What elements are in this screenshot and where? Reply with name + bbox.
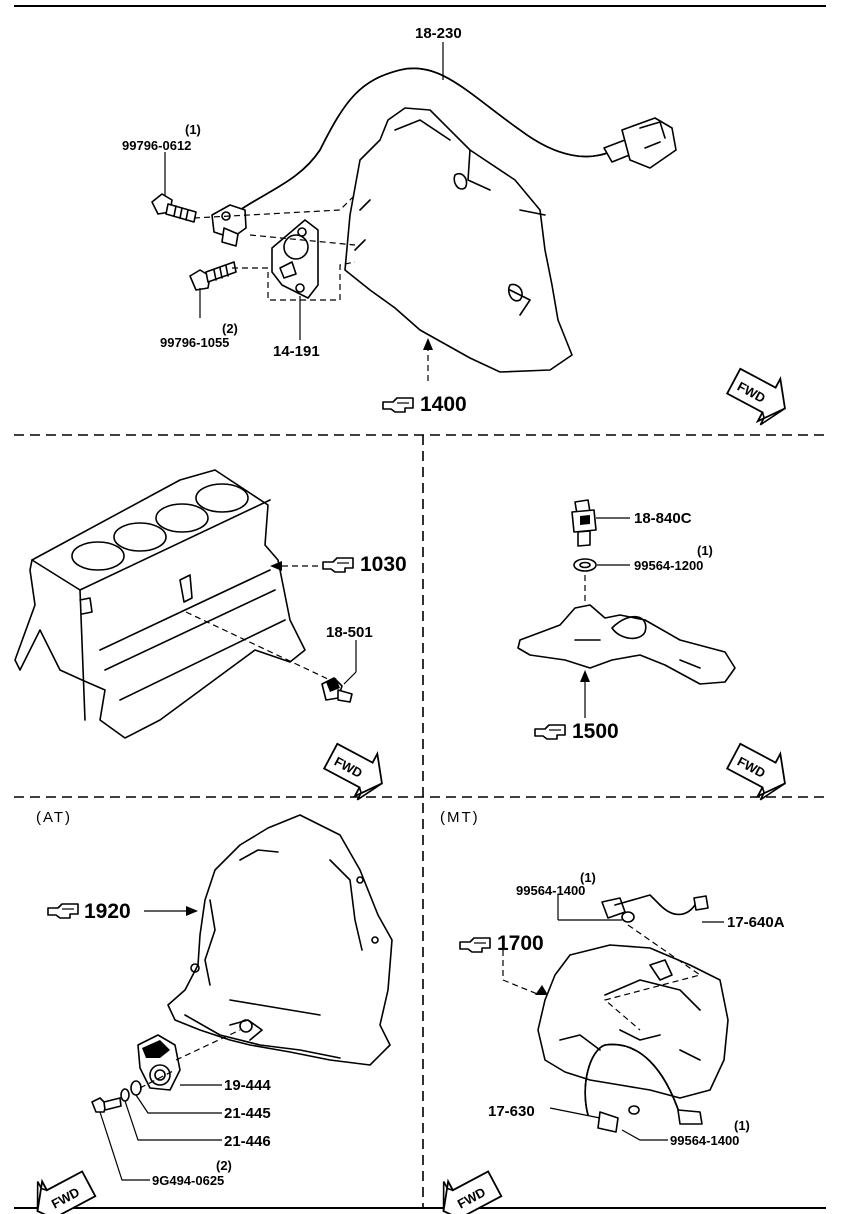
ref-1700[interactable]: 1700	[497, 932, 544, 955]
label-17-630: 17-630	[488, 1103, 535, 1120]
crank-sensor	[211, 204, 247, 247]
washer	[573, 558, 597, 572]
knock-sensor	[321, 677, 353, 703]
top-section: 18-230 (1) 99796-0612 (2) 99796-1055 14-…	[122, 25, 798, 433]
fwd-arrow-icon: FWD	[317, 734, 395, 808]
gasket-14-191	[271, 219, 319, 299]
engine-housing	[344, 107, 573, 373]
label-9G494-0625: 9G494-0625	[152, 1173, 224, 1188]
qty-9G494-0625: (2)	[216, 1158, 232, 1173]
label-99796-1055: 99796-1055	[160, 335, 229, 350]
pointing-hand-icon	[534, 724, 566, 740]
fwd-arrow-icon: FWD	[720, 734, 798, 808]
caption-mt: (MT)	[440, 809, 480, 826]
label-18-230: 18-230	[415, 25, 462, 42]
washer-21-446	[120, 1088, 130, 1102]
pointing-hand-icon	[382, 397, 414, 413]
qty-99796-0612: (1)	[185, 122, 201, 137]
caption-at: (AT)	[36, 809, 72, 826]
ref-1030[interactable]: 1030	[360, 553, 407, 576]
water-temp-sensor	[571, 499, 597, 547]
at-transaxle	[167, 814, 393, 1066]
ref-1500[interactable]: 1500	[572, 720, 619, 743]
label-21-446: 21-446	[224, 1133, 271, 1150]
fwd-arrow-icon: FWD	[720, 359, 798, 433]
label-17-640A: 17-640A	[727, 914, 785, 931]
water-section: 18-840C (1) 99564-1200 1500 FWD	[517, 499, 798, 808]
qty-99564-1400-bottom: (1)	[734, 1118, 750, 1133]
bolt-99796-1055	[189, 261, 237, 291]
fwd-arrow-icon: FWD	[430, 1159, 507, 1214]
at-section: (AT) 1920 19-444	[24, 809, 393, 1214]
qty-99796-1055: (2)	[222, 321, 238, 336]
label-21-445: 21-445	[224, 1105, 271, 1122]
pointing-hand-icon	[47, 903, 79, 919]
mt-section: (MT) (1) 99564-1400 17-640A 1700 17-63	[430, 809, 785, 1214]
mt-sensor-top	[601, 894, 709, 923]
ref-1920[interactable]: 1920	[84, 900, 131, 923]
mt-transaxle	[537, 944, 729, 1099]
fwd-arrow-icon: FWD	[24, 1159, 101, 1214]
label-19-444: 19-444	[224, 1077, 271, 1094]
bolt-99796-0612	[151, 193, 197, 223]
at-bolt	[91, 1097, 122, 1113]
label-18-840C: 18-840C	[634, 510, 692, 527]
frame	[14, 5, 826, 1209]
water-pipe	[517, 604, 736, 685]
label-18-501: 18-501	[326, 624, 373, 641]
label-14-191: 14-191	[273, 343, 320, 360]
washer-21-445	[130, 1080, 142, 1096]
label-99564-1200: 99564-1200	[634, 558, 703, 573]
pointing-hand-icon	[459, 937, 491, 953]
ref-1400[interactable]: 1400	[420, 393, 467, 416]
qty-99564-1200: (1)	[697, 543, 713, 558]
pointing-hand-icon	[322, 557, 354, 573]
qty-99564-1400-top: (1)	[580, 870, 596, 885]
label-99796-0612: 99796-0612	[122, 138, 191, 153]
label-99564-1400-bottom: 99564-1400	[670, 1133, 739, 1148]
connector	[603, 117, 677, 169]
cable-18-230	[239, 67, 611, 211]
at-sensor	[137, 1034, 181, 1091]
label-99564-1400-top: 99564-1400	[516, 883, 585, 898]
cylinder-block	[14, 469, 306, 739]
block-section: 1030 18-501 FWD	[14, 469, 407, 808]
mt-sensor-bottom	[597, 1111, 619, 1133]
harness-17-630	[584, 1043, 681, 1116]
